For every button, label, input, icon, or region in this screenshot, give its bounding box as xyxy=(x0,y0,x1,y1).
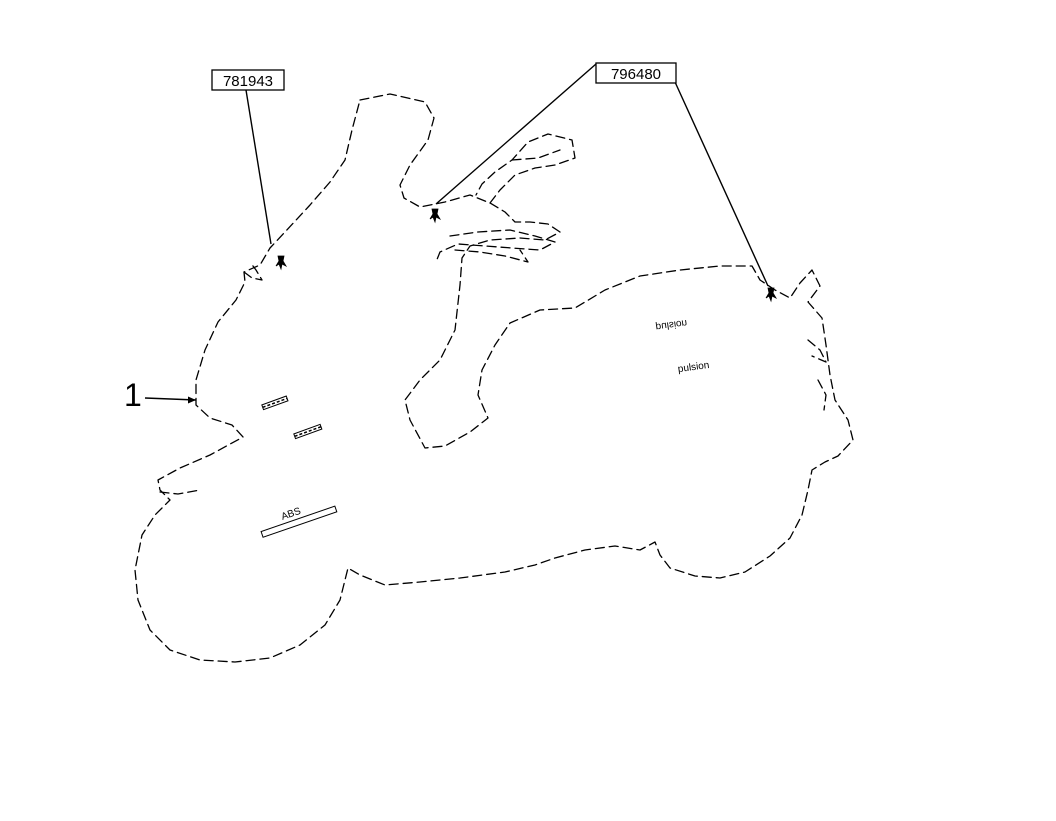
callout-781943-label: 781943 xyxy=(223,73,273,90)
floor-step xyxy=(159,489,201,495)
callout-781943[interactable]: 781943 xyxy=(211,69,285,91)
leader-781943 xyxy=(245,89,272,245)
fairing-stripe-lower xyxy=(293,423,323,440)
left-fairing-notch xyxy=(243,261,263,281)
lever-outline xyxy=(435,229,556,263)
abs-decal: ABS xyxy=(260,505,338,538)
leader-796480-rear xyxy=(674,81,769,287)
pulsion-decal: pulsion xyxy=(677,360,710,375)
leader-796480-front xyxy=(435,63,597,205)
rear-fairing-detail xyxy=(807,339,827,411)
leader-item-1 xyxy=(144,397,197,401)
pulsion-decal-mirrored: pulsion xyxy=(655,317,688,332)
fastener-796480-front xyxy=(429,208,442,224)
leader-item-1-arrow xyxy=(188,396,196,404)
fastener-796480-rear xyxy=(765,287,778,303)
mirror-stem-outline xyxy=(511,149,561,161)
handlebar-outline xyxy=(475,133,576,204)
callout-796480-label: 796480 xyxy=(611,66,661,83)
fairing-stripe-upper xyxy=(261,395,289,411)
callout-796480[interactable]: 796480 xyxy=(595,62,677,84)
item-number: 1 xyxy=(124,377,142,413)
brake-lever-outline xyxy=(454,249,529,263)
fastener-781943 xyxy=(275,255,288,271)
scooter-outline xyxy=(134,93,854,663)
